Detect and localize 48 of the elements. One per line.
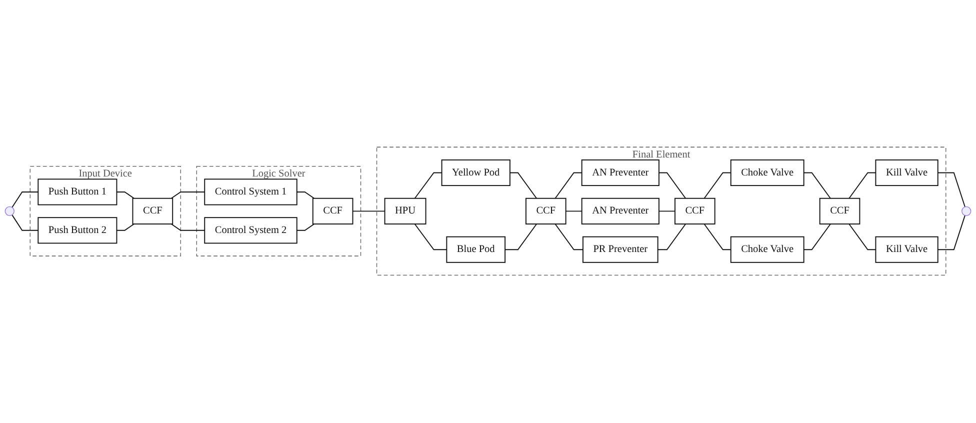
connector — [414, 172, 442, 200]
connector — [658, 211, 676, 212]
node-box: Control System 2 — [204, 217, 298, 244]
connector — [170, 192, 206, 200]
connector — [116, 224, 135, 232]
connector — [937, 172, 966, 208]
connector — [12, 192, 39, 208]
node-box: Yellow Pod — [441, 160, 510, 186]
node-box: Kill Valve — [875, 236, 938, 264]
node-box: Kill Valve — [875, 160, 938, 186]
node-box: CCF — [674, 198, 716, 225]
connector — [296, 192, 315, 200]
node-circle — [4, 206, 14, 216]
connector — [848, 224, 876, 250]
node-box: HPU — [384, 198, 426, 225]
connector — [565, 211, 582, 212]
connector — [937, 215, 966, 250]
connector — [554, 224, 584, 250]
connector — [170, 224, 206, 232]
connector — [414, 224, 448, 250]
connector — [657, 224, 686, 250]
node-box: Control System 1 — [204, 179, 298, 206]
node-box: Blue Pod — [446, 236, 506, 264]
node-box: CCF — [819, 198, 860, 225]
node-box: Choke Valve — [730, 236, 804, 264]
connector — [504, 224, 538, 250]
node-circle — [962, 206, 972, 216]
connector — [116, 192, 135, 200]
connector — [509, 172, 538, 200]
node-box: AN Preventer — [581, 160, 660, 186]
connector — [704, 172, 732, 200]
node-box: CCF — [525, 198, 566, 225]
node-box: Push Button 2 — [38, 217, 118, 244]
connector — [848, 172, 876, 200]
connector — [12, 214, 39, 232]
node-box: CCF — [312, 198, 354, 225]
node-box: AN Preventer — [581, 198, 660, 225]
connector — [296, 224, 315, 232]
connector — [704, 224, 732, 250]
connector — [803, 224, 831, 250]
connector — [803, 172, 831, 200]
connector — [554, 172, 582, 200]
connector — [352, 211, 386, 212]
node-box: Choke Valve — [730, 160, 804, 186]
connector — [658, 172, 686, 200]
node-box: PR Preventer — [582, 236, 658, 264]
node-box: Push Button 1 — [38, 179, 118, 206]
node-box: CCF — [132, 198, 174, 225]
